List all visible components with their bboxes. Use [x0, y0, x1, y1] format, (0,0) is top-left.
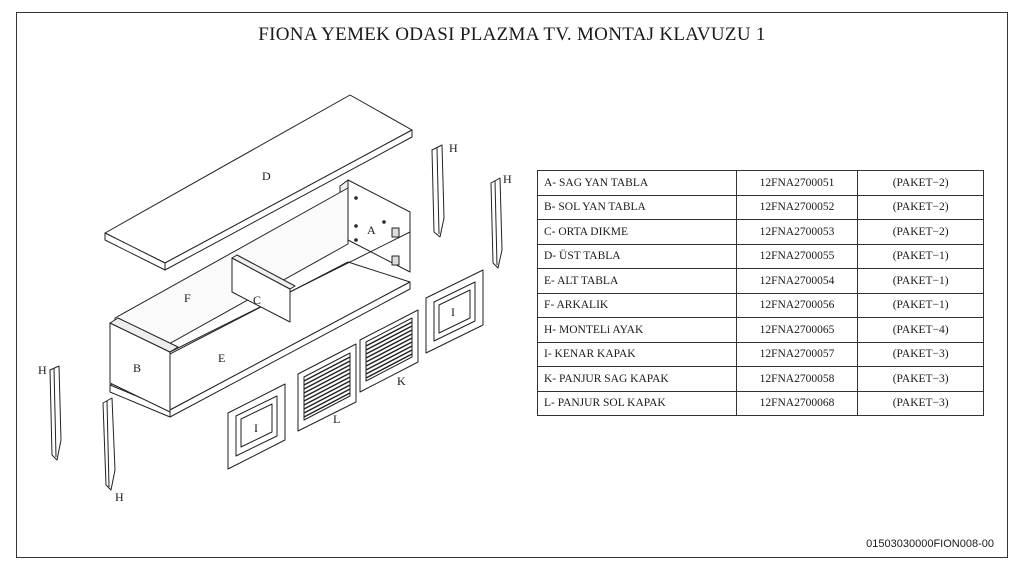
part-package-cell: (PAKET−3) [857, 341, 984, 367]
label-h-1: H [449, 141, 458, 155]
part-name-cell: I- KENAR KAPAK [537, 341, 737, 367]
label-d: D [262, 169, 271, 183]
middle-partition-c [231, 254, 296, 323]
part-name-cell: A- SAG YAN TABLA [537, 170, 737, 196]
part-code-cell: 12FNA2700056 [735, 292, 859, 318]
leg-h-1 [431, 144, 445, 238]
part-name-cell: F- ARKALIK [537, 292, 737, 318]
label-i-2: I [254, 421, 258, 435]
part-code-cell: 12FNA2700058 [735, 366, 859, 392]
label-e: E [218, 351, 225, 365]
louvered-door-l [297, 343, 357, 432]
label-l: L [333, 412, 340, 426]
part-name-cell: K- PANJUR SAG KAPAK [537, 366, 737, 392]
document-number: 01503030000FION008-00 [866, 538, 994, 550]
label-i-1: I [451, 305, 455, 319]
label-k: K [397, 374, 406, 388]
part-name-cell: B- SOL YAN TABLA [537, 194, 737, 220]
side-door-i-right [425, 269, 484, 354]
label-a: A [367, 223, 376, 237]
leg-h-4 [102, 397, 116, 491]
label-h-3: H [38, 363, 47, 377]
part-name-cell: E- ALT TABLA [537, 268, 737, 294]
part-package-cell: (PAKET−2) [857, 194, 984, 220]
part-name-cell: H- MONTELi AYAK [537, 317, 737, 343]
part-package-cell: (PAKET−2) [857, 219, 984, 245]
label-h-4: H [115, 490, 124, 504]
left-side-panel-b [109, 317, 179, 413]
label-h-2: H [503, 172, 512, 186]
part-name-cell: C- ORTA DIKME [537, 219, 737, 245]
top-panel-d [104, 94, 413, 271]
label-f: F [184, 291, 191, 305]
part-package-cell: (PAKET−2) [857, 170, 984, 196]
part-code-cell: 12FNA2700052 [735, 194, 859, 220]
bottom-panel-e [109, 261, 411, 418]
page-title: FIONA YEMEK ODASI PLAZMA TV. MONTAJ KLAV… [258, 24, 766, 45]
part-package-cell: (PAKET−1) [857, 243, 984, 269]
side-door-i-left [227, 383, 286, 470]
part-package-cell: (PAKET−3) [857, 390, 984, 416]
label-c: C [253, 293, 261, 307]
part-code-cell: 12FNA2700054 [735, 268, 859, 294]
part-package-cell: (PAKET−3) [857, 366, 984, 392]
leg-h-2 [490, 177, 503, 269]
part-package-cell: (PAKET−1) [857, 268, 984, 294]
label-b: B [133, 361, 141, 375]
part-package-cell: (PAKET−1) [857, 292, 984, 318]
part-code-cell: 12FNA2700055 [735, 243, 859, 269]
louvered-door-k [359, 309, 419, 393]
part-name-cell: D- ÜST TABLA [537, 243, 737, 269]
part-code-cell: 12FNA2700068 [735, 390, 859, 416]
part-package-cell: (PAKET−4) [857, 317, 984, 343]
part-code-cell: 12FNA2700065 [735, 317, 859, 343]
part-name-cell: L- PANJUR SOL KAPAK [537, 390, 737, 416]
leg-h-3 [49, 365, 62, 461]
part-code-cell: 12FNA2700057 [735, 341, 859, 367]
part-code-cell: 12FNA2700051 [735, 170, 859, 196]
part-code-cell: 12FNA2700053 [735, 219, 859, 245]
